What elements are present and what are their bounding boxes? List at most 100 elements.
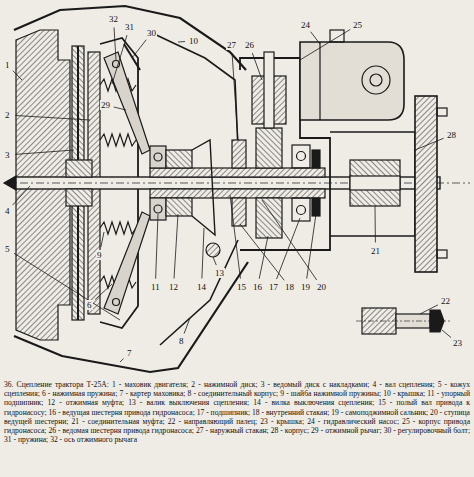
callout-number: 10 <box>188 36 199 46</box>
release-lever <box>104 212 150 314</box>
callout-number: 8 <box>178 336 185 346</box>
callout-number: 4 <box>4 206 11 216</box>
bearing-ball <box>154 205 162 213</box>
leader-line <box>112 35 127 84</box>
callout-number: 13 <box>214 268 225 278</box>
leader-line <box>232 53 238 140</box>
bearing-ball <box>297 206 306 215</box>
hollow-shaft <box>150 189 325 198</box>
leader-line <box>240 224 284 280</box>
pressure-spring <box>100 222 136 234</box>
leader-line <box>415 138 444 150</box>
inset-axis <box>356 321 452 322</box>
adjusting-bolt <box>124 44 140 70</box>
disk-hub <box>66 160 92 177</box>
inset-body <box>362 308 396 334</box>
release-shaft <box>206 243 220 257</box>
disk-hub <box>66 189 92 206</box>
connecting-housing <box>150 32 238 150</box>
callout-number: 30 <box>146 28 157 38</box>
pump-port <box>362 66 390 94</box>
leader-line <box>13 71 22 80</box>
bearing-ball <box>154 153 162 161</box>
callout-number: 32 <box>108 14 119 24</box>
callout-number: 17 <box>268 282 279 292</box>
callout-number: 16 <box>252 282 263 292</box>
leader-line <box>442 330 451 338</box>
leader-line <box>14 253 120 320</box>
callout-number: 23 <box>452 338 463 348</box>
leader-line <box>120 359 124 362</box>
callout-number: 29 <box>100 100 111 110</box>
leader-line <box>13 186 30 205</box>
caption: 36. Сцепление трактора Т-25А: 1 - махови… <box>4 380 470 444</box>
callout-number: 25 <box>352 20 363 30</box>
leader-line <box>15 150 74 154</box>
callout-number: 14 <box>196 282 207 292</box>
leader-line <box>132 40 146 58</box>
release-bearing <box>150 146 166 168</box>
leader-line <box>300 29 350 60</box>
release-fork <box>192 140 215 235</box>
callout-number: 26 <box>244 40 255 50</box>
drive-gear <box>256 198 282 238</box>
callout-number: 3 <box>4 150 11 160</box>
connecting-housing <box>160 240 238 345</box>
inner-cup <box>232 140 246 168</box>
callout-number: 27 <box>226 40 237 50</box>
release-sleeve <box>166 150 192 168</box>
callout-number: 31 <box>124 22 135 32</box>
callout-number: 15 <box>236 282 247 292</box>
callout-number: 20 <box>316 282 327 292</box>
leader-line <box>307 214 316 279</box>
callout-number: 2 <box>4 110 11 120</box>
leader-line <box>202 228 204 279</box>
callout-number: 6 <box>86 300 93 310</box>
callout-number: 5 <box>4 244 11 254</box>
drive-gear <box>256 128 282 168</box>
pump-shaft <box>264 52 274 128</box>
hydraulic-pump <box>300 42 404 120</box>
leader-line <box>213 257 216 265</box>
bearing <box>292 145 310 168</box>
leader-line <box>230 195 240 279</box>
leader-line <box>114 107 126 110</box>
leader-line <box>156 214 158 279</box>
leader-line <box>15 115 90 120</box>
coupling <box>350 160 400 206</box>
lever-axis <box>113 299 120 306</box>
callout-number: 22 <box>440 296 451 306</box>
leader-line <box>184 318 190 334</box>
release-sleeve <box>166 198 192 216</box>
callout-number: 9 <box>96 250 103 260</box>
leader-line <box>277 218 300 279</box>
pump-body-line <box>319 42 320 120</box>
leader-line <box>252 53 262 80</box>
hollow-shaft <box>150 168 325 177</box>
callout-number: 28 <box>446 130 457 140</box>
callout-number: 12 <box>168 282 179 292</box>
coupling-bore <box>350 176 400 190</box>
callout-number: 21 <box>370 246 381 256</box>
leader-line <box>420 305 438 314</box>
bearing-ball <box>297 152 306 161</box>
pump-port <box>370 74 382 86</box>
leader-line <box>262 200 317 280</box>
bearing <box>292 198 310 221</box>
callout-number: 1 <box>4 60 11 70</box>
pressure-spring <box>100 134 136 146</box>
flange-bolt <box>437 250 447 258</box>
flange-bolt <box>437 108 447 116</box>
seal <box>312 150 320 168</box>
callout-number: 19 <box>300 282 311 292</box>
seal <box>312 198 320 216</box>
callout-number: 11 <box>150 282 161 292</box>
leader-line <box>178 41 185 42</box>
inner-cup <box>232 198 246 226</box>
leader-line <box>375 206 376 243</box>
drive-housing <box>330 132 415 236</box>
leader-line <box>101 232 104 247</box>
callout-number: 24 <box>300 20 311 30</box>
callout-number: 7 <box>126 348 133 358</box>
leader-line <box>114 27 116 60</box>
